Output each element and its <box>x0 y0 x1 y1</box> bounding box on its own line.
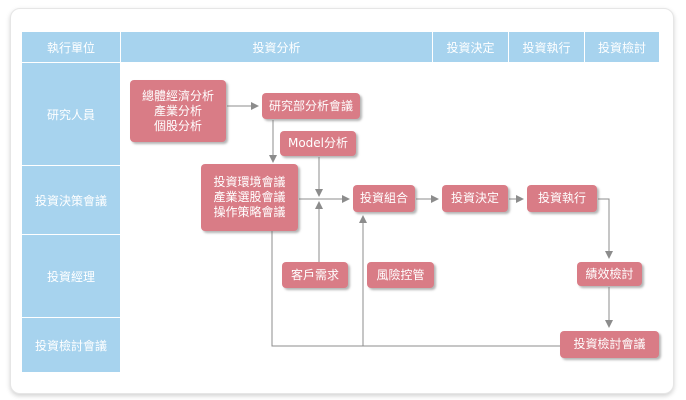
node-portfolio: 投資組合 <box>353 185 415 212</box>
lane-decision-meeting: 投資決策會議 <box>22 166 120 234</box>
header-analysis: 投資分析 <box>121 32 432 62</box>
node-invest-decision: 投資決定 <box>442 185 508 212</box>
node-risk-control: 風險控管 <box>367 262 434 288</box>
lane-investment-manager: 投資經理 <box>22 235 120 317</box>
node-invest-execution: 投資執行 <box>527 185 597 212</box>
node-review-meeting: 投資檢討會議 <box>560 331 659 358</box>
lane-researchers: 研究人員 <box>22 63 120 165</box>
header-decision: 投資決定 <box>433 32 508 62</box>
header-unit: 執行單位 <box>22 32 120 62</box>
node-performance-review: 績效檢討 <box>577 262 642 286</box>
node-env-meeting: 投資環境會議 產業選股會議 操作策略會議 <box>201 164 298 231</box>
node-analysis-group: 總體經濟分析 產業分析 個股分析 <box>130 80 226 142</box>
node-research-meeting: 研究部分析會議 <box>262 93 360 119</box>
header-review: 投資檢討 <box>585 32 659 62</box>
node-client-needs: 客戶需求 <box>282 262 348 288</box>
header-execution: 投資執行 <box>509 32 584 62</box>
node-model-analysis: Model分析 <box>280 131 356 156</box>
lane-review-meeting: 投資檢討會議 <box>22 318 120 372</box>
